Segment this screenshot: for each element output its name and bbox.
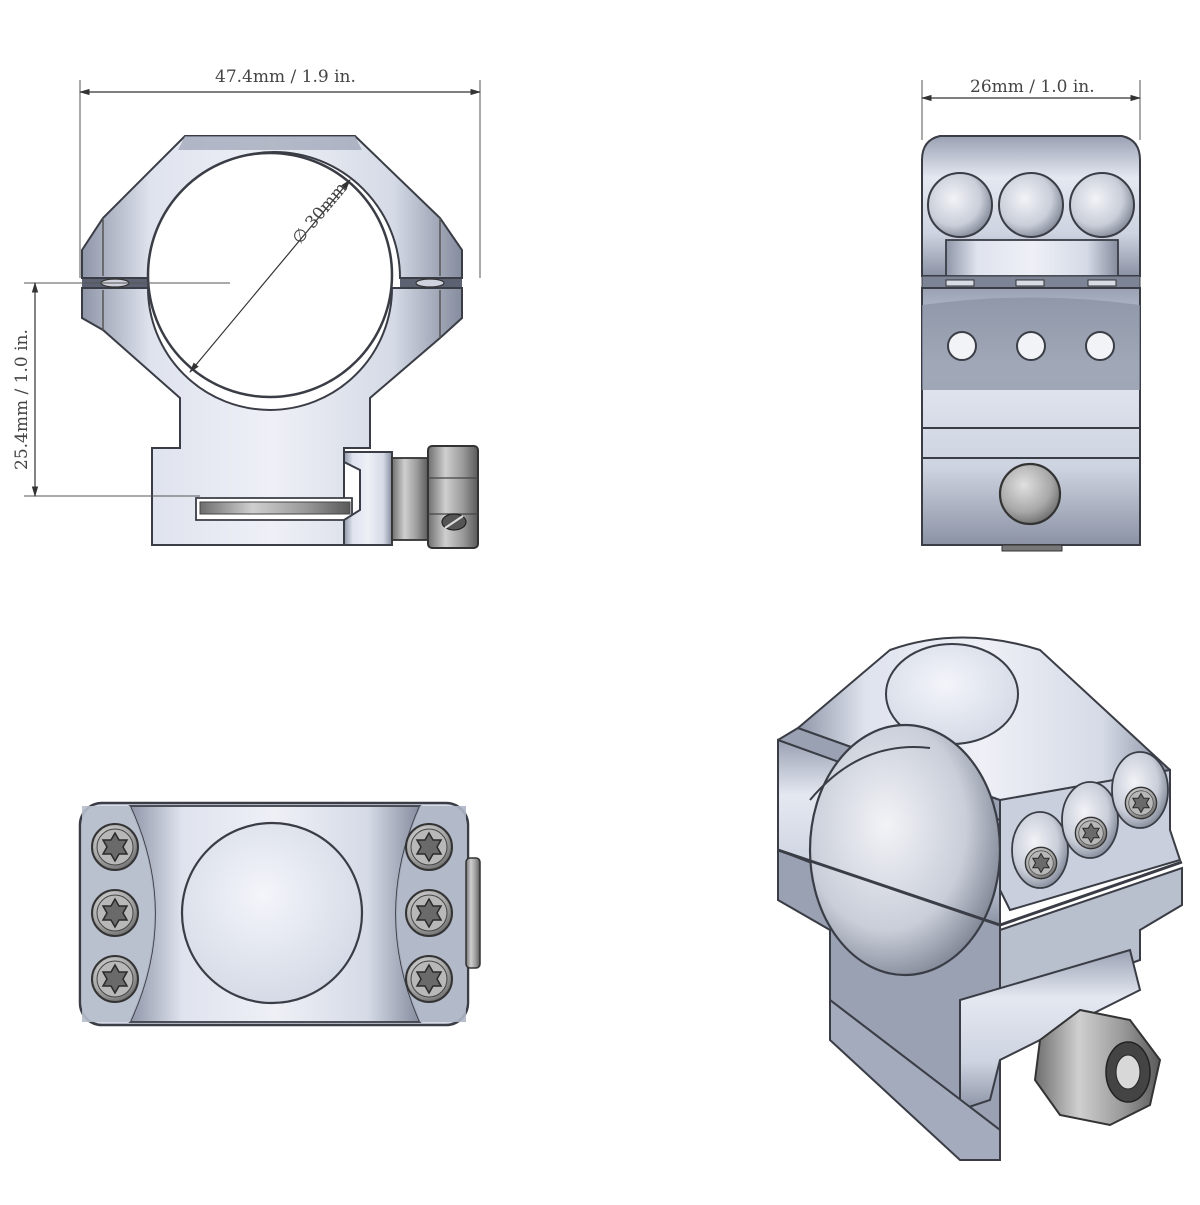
isometric-view: [777, 636, 1183, 1161]
torx-screw-icon: [91, 889, 139, 937]
torx-screw-icon: [91, 955, 139, 1003]
iso-bore: [808, 723, 1002, 977]
screw-pocket: [1069, 172, 1135, 238]
bore-top: [180, 821, 364, 1005]
torx-screw-icon: [405, 823, 453, 871]
height-dimension-label: 25.4mm / 1.0 in.: [12, 329, 32, 470]
side-view: 26mm / 1.0 in.: [920, 77, 1142, 552]
cross-bolt-icon: [998, 462, 1062, 526]
torx-screw-icon: [1024, 846, 1058, 880]
screw-pocket: [927, 172, 993, 238]
torx-screw-icon: [405, 889, 453, 937]
diameter-dimension-line: [189, 179, 351, 373]
ring-lower-base: [81, 287, 463, 546]
torx-screw-icon: [91, 823, 139, 871]
front-view: 47.4mm / 1.9 in. ∅ 30mm: [12, 67, 482, 549]
width-dimension-label: 47.4mm / 1.9 in.: [215, 67, 356, 87]
torx-screw-icon: [1124, 786, 1158, 820]
screw-pocket: [998, 172, 1064, 238]
scope-bore: [146, 151, 394, 399]
torx-screw-icon: [1074, 816, 1108, 850]
depth-dimension-label: 26mm / 1.0 in.: [970, 77, 1095, 97]
hex-nut-icon: [427, 445, 479, 549]
top-view: [78, 801, 481, 1027]
torx-screw-icon: [405, 955, 453, 1003]
